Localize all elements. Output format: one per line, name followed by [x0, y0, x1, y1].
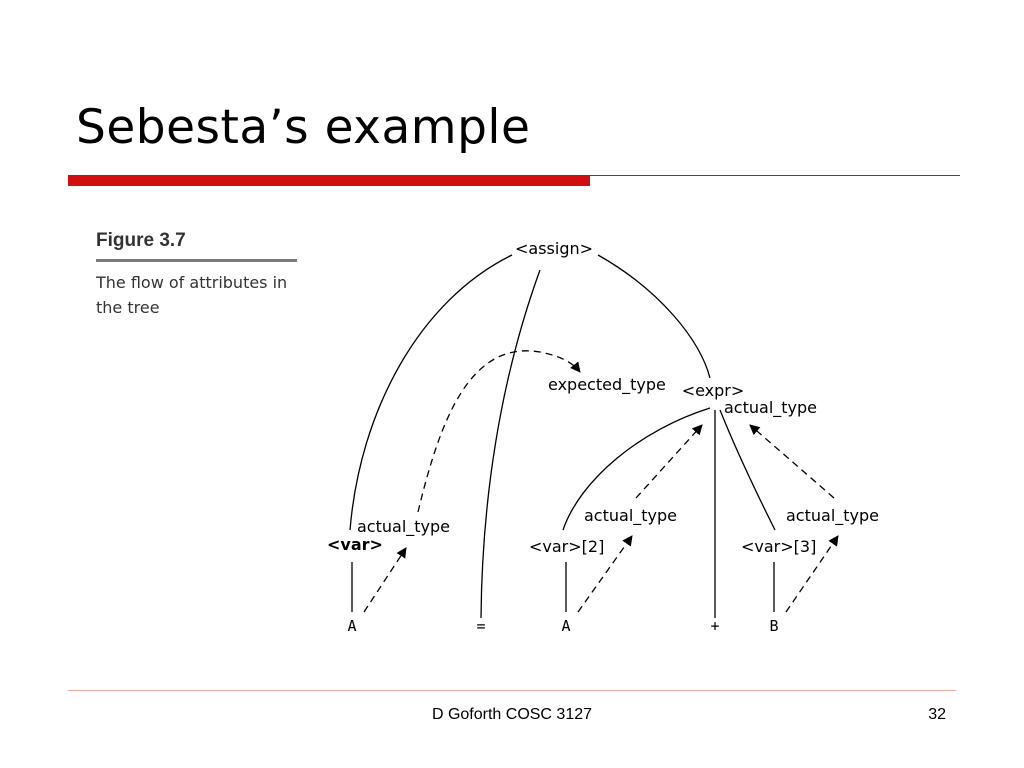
node-var-3: <var>[3] [741, 537, 816, 556]
footer-text: D Goforth COSC 3127 [431, 706, 593, 723]
attr-var-actual-type: actual_type [357, 517, 450, 537]
leaf-a-left: A [347, 617, 356, 635]
leaf-b: B [769, 617, 778, 635]
leaf-plus: + [710, 617, 719, 635]
leaf-equals: = [476, 617, 485, 635]
node-var-left: <var> [327, 535, 383, 554]
attr-expected-type: expected_type [548, 375, 666, 395]
edge-assign-var [349, 254, 513, 531]
leaf-a-right: A [561, 617, 570, 635]
title-underline-thick [68, 175, 590, 186]
attr-var3-actual-type: actual_type [786, 506, 879, 526]
edge-expr-var3 [719, 409, 776, 531]
edge-assign-equals [480, 269, 541, 619]
flow-a-to-var2-actual [577, 535, 633, 613]
flow-var2-to-expr-actual [635, 424, 703, 499]
flow-var3-to-expr-actual [749, 424, 835, 499]
figure-label: Figure 3.7 [96, 230, 186, 251]
page-number: 32 [928, 706, 946, 723]
attr-expr-actual-type: actual_type [724, 398, 817, 418]
figure-caption-box: Figure 3.7 The flow of attributes in the… [96, 231, 301, 320]
attr-var2-actual-type: actual_type [584, 506, 677, 526]
flow-a-to-var-actual [363, 547, 407, 613]
figure-label-rule [96, 259, 297, 262]
edge-assign-expr [597, 254, 711, 379]
edge-expr-var2 [562, 407, 711, 531]
node-var-2: <var>[2] [529, 537, 604, 556]
node-assign: <assign> [515, 239, 593, 258]
title-underline-thin [590, 175, 960, 176]
flow-b-to-var3-actual [785, 535, 839, 613]
slide-title: Sebesta’s example [76, 100, 531, 155]
flow-actual-to-expected [417, 350, 581, 513]
node-expr: <expr> [682, 381, 745, 400]
figure-caption: The flow of attributes in the tree [96, 273, 288, 317]
footer-rule [68, 690, 956, 691]
